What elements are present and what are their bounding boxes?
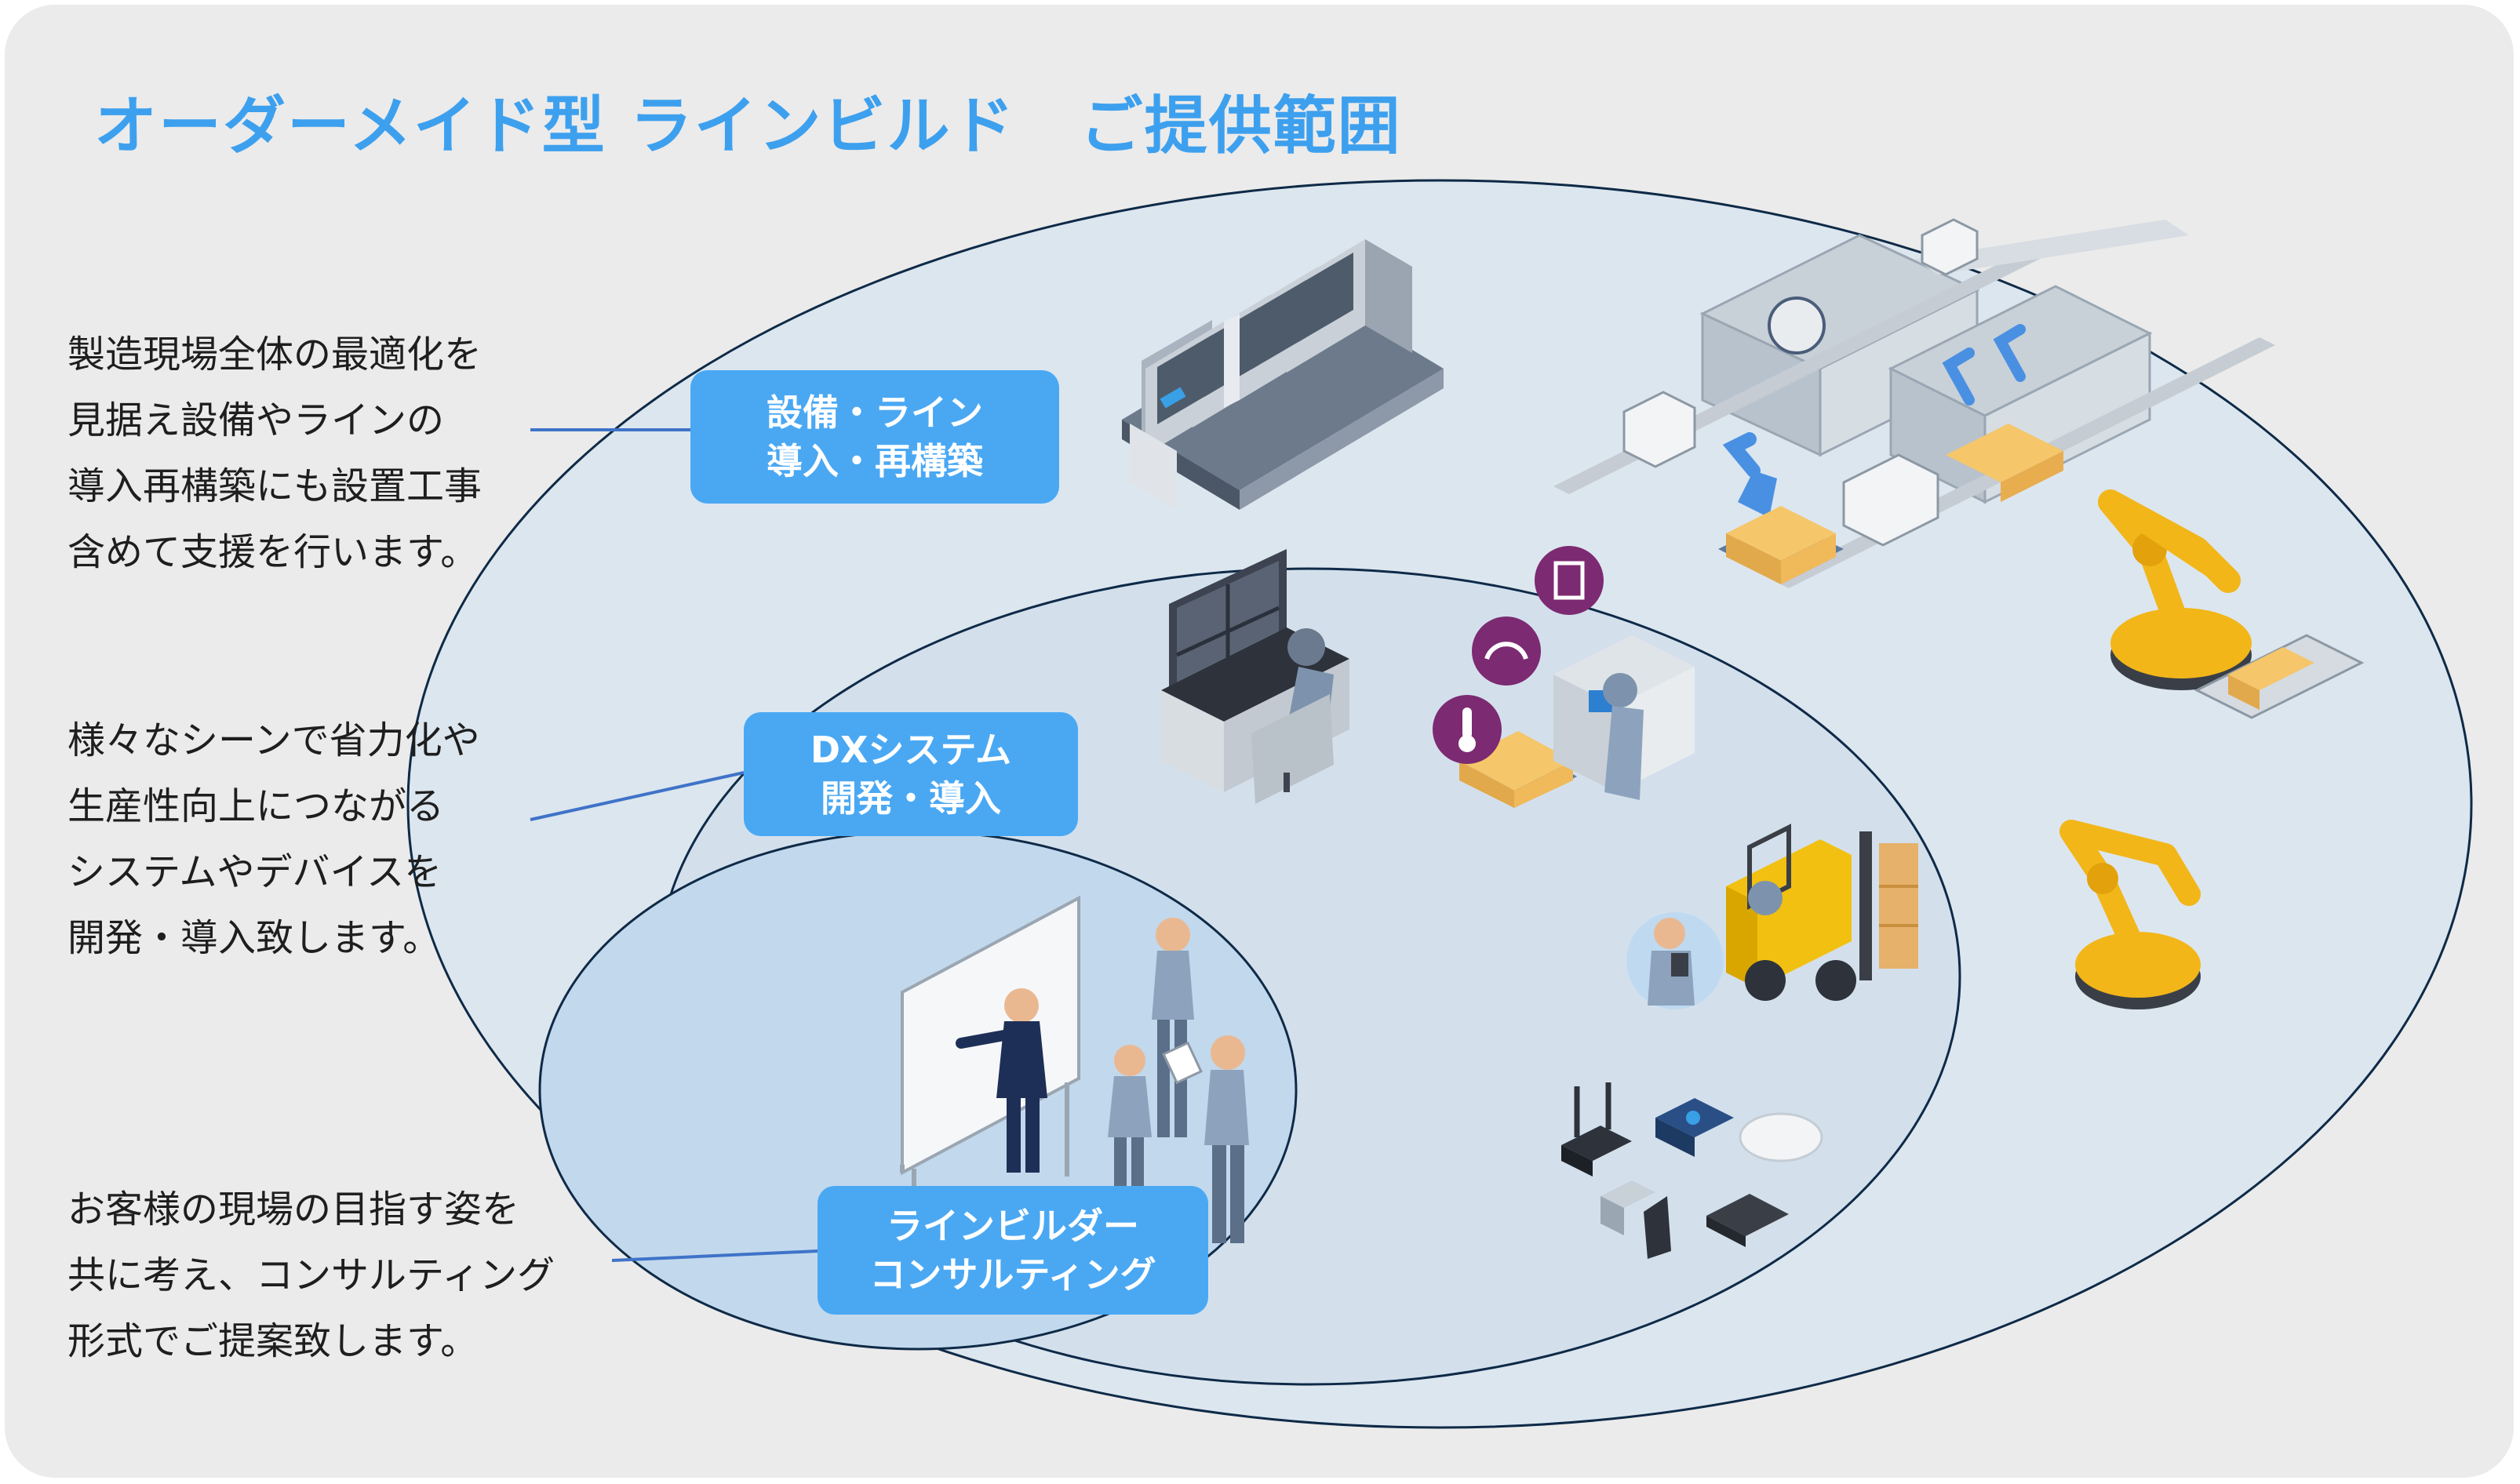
iot-sensor-machine-icon [1433,546,1695,808]
iot-devices-icon [1561,1082,1823,1259]
connector-line-consulting [611,1249,818,1262]
printing-machine-icon [1122,239,1444,510]
consulting-badge: ラインビルダー コンサルティング [818,1186,1208,1315]
dx-description-line: システムやデバイスを [67,850,442,894]
equipment-badge-line: 導入・再構築 [767,440,983,482]
equipment-description-line: 製造現場全体の最適化を [67,333,483,376]
dx-badge-line: DXシステム [810,729,1012,771]
factory-production-line-icon [1553,218,2275,588]
equipment-description: 製造現場全体の最適化を 見据え設備やラインの 導入再構築にも設置工事 含めて支援… [67,322,482,585]
consulting-badge-line: ラインビルダー [887,1205,1139,1247]
tablet-worker-icon [1626,912,1724,1009]
consulting-description-line: お客様の現場の目指す姿を [67,1188,520,1231]
dx-description: 様々なシーンで省力化や 生産性向上につながる システムやデバイスを 開発・導入致… [67,707,480,971]
equipment-description-line: 導入再構築にも設置工事 [67,464,483,508]
forklift-icon [1726,824,1918,1001]
consulting-badge-line: コンサルティング [869,1253,1156,1296]
equipment-badge-line: 設備・ライン [767,391,983,434]
dx-description-line: 開発・導入致します。 [67,916,441,960]
equipment-badge: 設備・ライン 導入・再構築 [690,370,1059,504]
page-title: オーダーメイド型 ラインビルド ご提供範囲 [94,89,1402,162]
dx-badge-line: 開発・導入 [821,777,1001,820]
dx-description-line: 様々なシーンで省力化や [67,718,480,762]
dx-badge: DXシステム 開発・導入 [744,712,1078,836]
equipment-description-line: 見据え設備やラインの [67,398,445,442]
connector-line-dx [530,771,745,821]
consulting-description-line: 形式でご提案致します。 [67,1319,479,1363]
consulting-description-line: 共に考え、コンサルティング [67,1253,555,1297]
industrial-robot-arm-icon [2059,489,2365,1009]
dx-description-line: 生産性向上につながる [67,784,445,828]
control-room-operator-icon [1161,549,1349,804]
equipment-description-line: 含めて支援を行います。 [67,530,479,574]
consulting-description: お客様の現場の目指す姿を 共に考え、コンサルティング 形式でご提案致します。 [67,1177,555,1374]
